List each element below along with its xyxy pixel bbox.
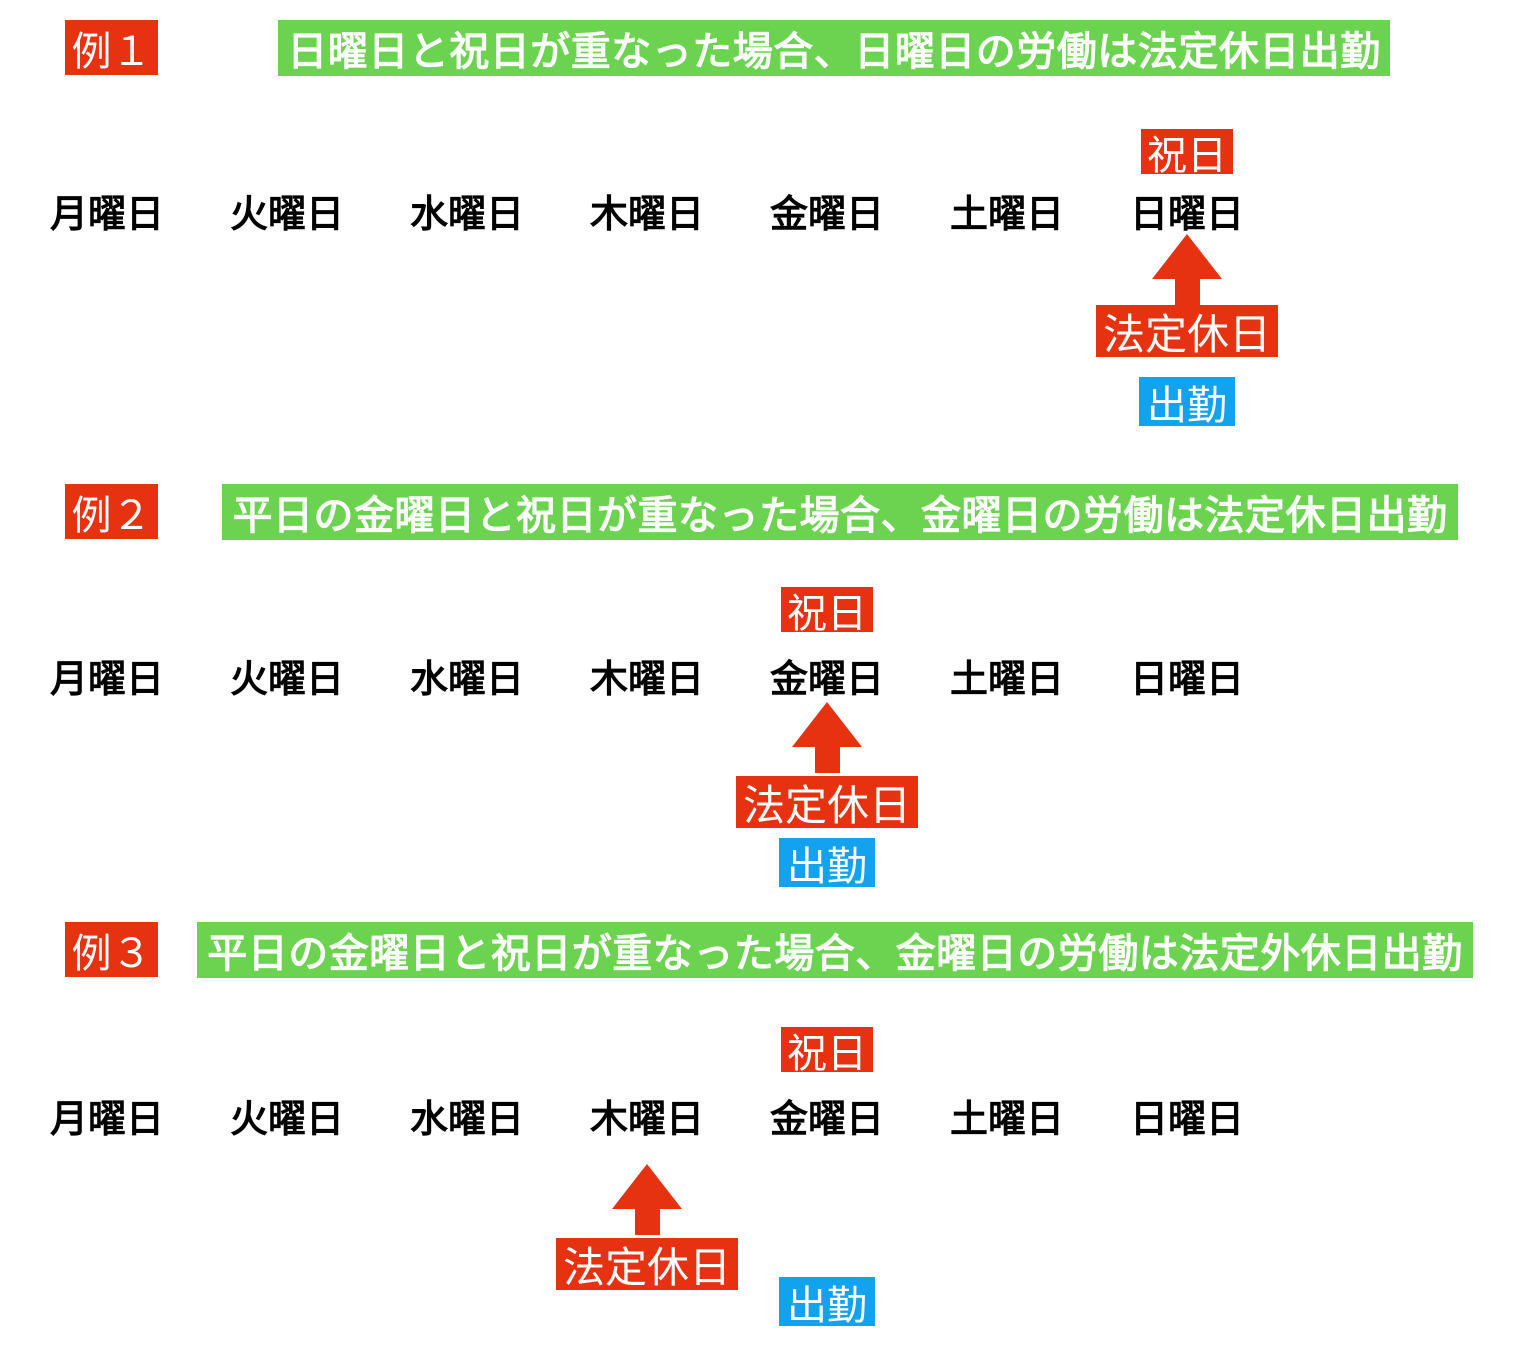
weekday-label: 火曜日 bbox=[229, 659, 345, 701]
weekday-label: 木曜日 bbox=[589, 1099, 705, 1141]
up-arrow-icon bbox=[612, 1164, 682, 1235]
arrow-head bbox=[792, 702, 862, 747]
weekday-label: 日曜日 bbox=[1129, 194, 1245, 236]
weekday-label: 日曜日 bbox=[1129, 659, 1245, 701]
weekday-label: 金曜日 bbox=[769, 659, 885, 701]
work-badge: 出勤 bbox=[779, 1277, 875, 1328]
weekday-label: 土曜日 bbox=[949, 1099, 1065, 1141]
example-banner: 平日の金曜日と祝日が重なった場合、金曜日の労働は法定休日出勤 bbox=[222, 484, 1458, 540]
weekday-label: 水曜日 bbox=[409, 194, 525, 236]
weekday-label: 月曜日 bbox=[49, 194, 165, 236]
weekday-label: 土曜日 bbox=[949, 659, 1065, 701]
weekday-label: 金曜日 bbox=[769, 194, 885, 236]
example-banner: 日曜日と祝日が重なった場合、日曜日の労働は法定休日出勤 bbox=[278, 20, 1390, 76]
weekday-label: 月曜日 bbox=[49, 659, 165, 701]
weekday-label: 木曜日 bbox=[589, 194, 705, 236]
weekday-label: 木曜日 bbox=[589, 659, 705, 701]
weekday-label: 水曜日 bbox=[409, 1099, 525, 1141]
statutory-holiday-badge: 法定休日 bbox=[555, 1238, 739, 1291]
holiday-badge: 祝日 bbox=[1141, 129, 1233, 178]
example-banner: 平日の金曜日と祝日が重なった場合、金曜日の労働は法定外休日出勤 bbox=[197, 922, 1473, 978]
work-badge: 出勤 bbox=[779, 838, 875, 889]
example-label: 例３ bbox=[65, 922, 158, 977]
up-arrow-icon bbox=[1152, 234, 1222, 305]
weekday-label: 水曜日 bbox=[409, 659, 525, 701]
holiday-badge: 祝日 bbox=[781, 1027, 873, 1076]
arrow-stem bbox=[634, 1209, 660, 1235]
up-arrow-icon bbox=[792, 702, 862, 773]
arrow-head bbox=[612, 1164, 682, 1209]
holiday-badge: 祝日 bbox=[781, 587, 873, 636]
weekday-label: 火曜日 bbox=[229, 194, 345, 236]
weekday-label: 金曜日 bbox=[769, 1099, 885, 1141]
statutory-holiday-badge: 法定休日 bbox=[735, 776, 919, 829]
weekday-label: 火曜日 bbox=[229, 1099, 345, 1141]
example-label: 例１ bbox=[65, 20, 158, 75]
weekday-label: 日曜日 bbox=[1129, 1099, 1245, 1141]
statutory-holiday-badge: 法定休日 bbox=[1095, 305, 1279, 358]
weekday-label: 土曜日 bbox=[949, 194, 1065, 236]
weekday-label: 月曜日 bbox=[49, 1099, 165, 1141]
arrow-head bbox=[1152, 234, 1222, 279]
work-badge: 出勤 bbox=[1139, 377, 1235, 428]
arrow-stem bbox=[1174, 279, 1200, 305]
example-label: 例２ bbox=[65, 484, 158, 539]
arrow-stem bbox=[814, 747, 840, 773]
